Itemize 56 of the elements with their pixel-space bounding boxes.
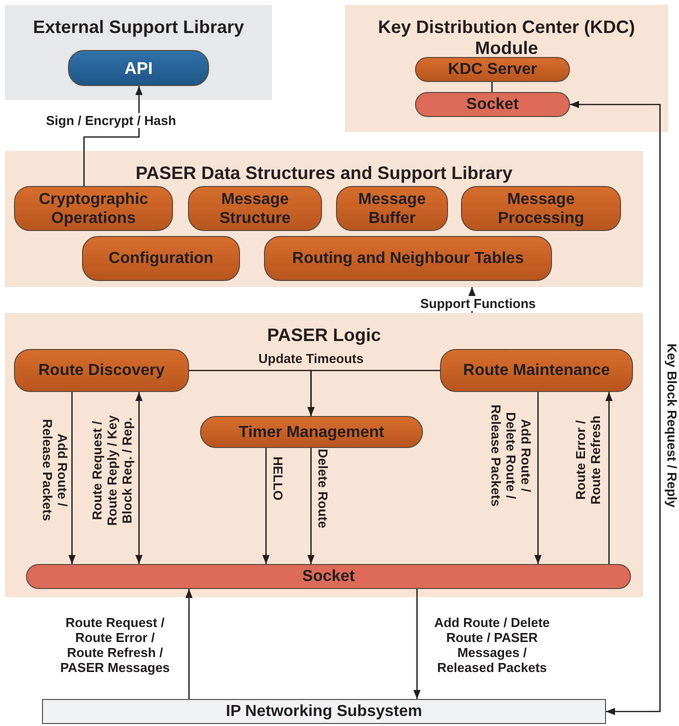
module-label: Cryptographic Operations <box>38 190 150 228</box>
arrow <box>185 589 193 699</box>
arrow <box>83 86 143 186</box>
module-pill <box>461 186 621 231</box>
module-pill <box>200 416 423 448</box>
module-pill <box>415 92 570 117</box>
arrow <box>570 100 661 716</box>
arrow <box>68 392 76 564</box>
subsystem-bar <box>42 699 606 724</box>
arrow <box>135 392 143 564</box>
module-label: Routing and Neighbour Tables <box>292 249 524 268</box>
module-label: Message Structure <box>218 190 292 228</box>
arrow <box>534 392 542 564</box>
edge-label: Update Timeouts <box>257 350 365 366</box>
edge-label: Add Route / Delete Route / PASER Messages / Released Packets <box>433 615 551 675</box>
edge-label: Route Error / Route Refresh <box>573 414 603 506</box>
group-title: External Support Library <box>32 17 246 38</box>
module-pill <box>415 57 570 82</box>
module-label: Socket <box>466 95 519 114</box>
arrow <box>307 370 440 416</box>
edge-label: HELLO <box>270 454 286 502</box>
module-label: Route Maintenance <box>463 361 610 380</box>
module-pill <box>14 349 189 392</box>
edge-label: Key Block Request / Reply <box>664 342 679 510</box>
arrow <box>605 392 613 564</box>
module-pill <box>188 186 322 231</box>
group-panel <box>5 151 643 287</box>
module-pill <box>14 186 173 231</box>
module-pill <box>82 236 240 281</box>
edge-label: Route Request / Route Error / Route Refresh / PASER Messages <box>59 615 171 675</box>
module-label: Timer Management <box>238 422 384 442</box>
module-pill <box>336 186 448 231</box>
group-title: PASER Data Structures and Support Library <box>134 163 514 184</box>
module-label: Message Processing <box>496 190 586 228</box>
module-label: API <box>124 58 153 78</box>
group-panel <box>5 313 643 597</box>
module-pill <box>440 349 633 392</box>
module-label: Configuration <box>108 249 214 268</box>
module-label: Message Buffer <box>357 190 427 228</box>
module-label: Route Discovery <box>38 361 165 380</box>
group-title: PASER Logic <box>266 325 382 346</box>
arrow <box>413 589 421 699</box>
arrow <box>262 448 270 564</box>
edge-label: Route Request / Route Reply / Key Block Req. / Rep. <box>90 414 134 526</box>
group-panel <box>5 5 272 100</box>
group-title: Key Distribution Center (KDC) Module <box>376 17 636 59</box>
module-label: IP Networking Subsystem <box>226 702 422 720</box>
module-pill <box>264 236 552 281</box>
group-panel <box>345 5 668 132</box>
module-label: KDC Server <box>448 60 537 79</box>
arrow <box>307 448 315 564</box>
module-label: Socket <box>302 567 355 586</box>
module-pill <box>68 50 209 86</box>
module-pill <box>26 564 631 589</box>
edge-label: Add Route / Release Packets <box>40 418 70 523</box>
edge-label: Add Route / Delete Route / Release Packets <box>488 403 534 508</box>
